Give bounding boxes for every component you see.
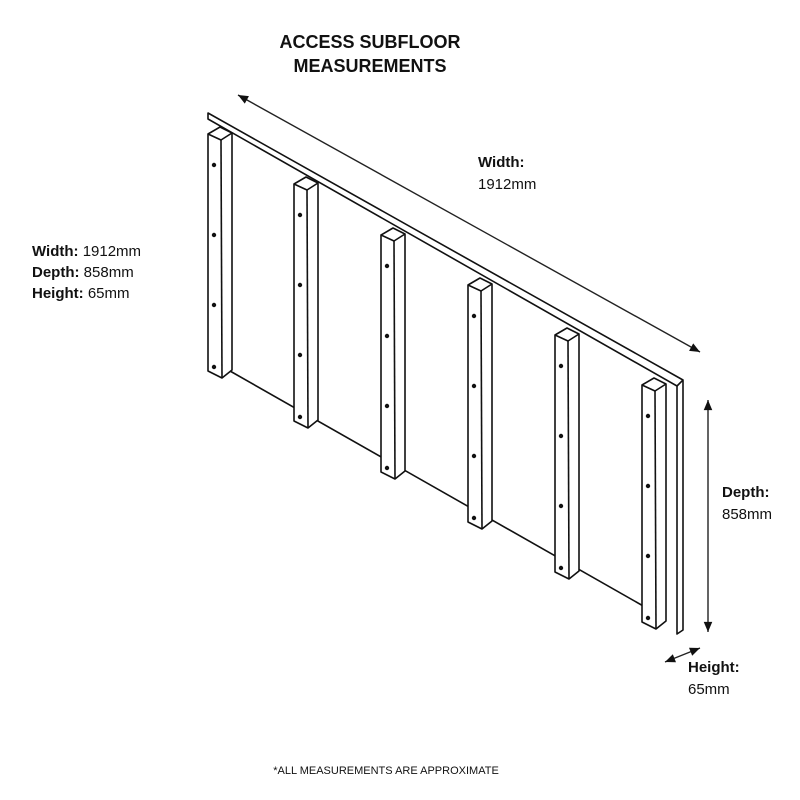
screw-hole [297,352,303,358]
screw-hole [558,363,564,369]
footnote: *ALL MEASUREMENTS ARE APPROXIMATE [273,765,499,777]
batten-side-edge [220,139,223,379]
screw-hole [645,553,651,559]
batten-side-edge [654,390,657,630]
screw-hole [471,383,477,389]
width-arrow-head-icon [689,343,700,352]
screw-hole [384,465,390,471]
screw-hole [384,403,390,409]
diagram-title: ACCESS SUBFLOOR MEASUREMENTS [0,30,740,78]
title-line-2: MEASUREMENTS [293,56,447,76]
batten [207,126,233,379]
screw-hole [558,433,564,439]
screw-hole [297,414,303,420]
screw-hole [471,313,477,319]
screw-hole [384,263,390,269]
title-line-1: ACCESS SUBFLOOR [279,32,461,52]
screw-hole [211,364,217,370]
board-bottom-edge [229,370,646,608]
summary-width: Width: 1912mm [32,243,142,260]
board-corner-edge [676,379,684,387]
screw-hole [471,515,477,521]
width-arrow [237,94,701,353]
screw-hole [211,232,217,238]
height-arrow-head-icon [665,654,676,663]
screw-hole [645,413,651,419]
batten-side-edge [567,340,570,580]
width-dimension-label: Width: [478,154,525,171]
summary-depth: Depth: 858mm [32,264,134,281]
screw-hole [471,453,477,459]
screw-hole [645,615,651,621]
batten-side-edge [393,240,396,480]
summary-height: Height: 65mm [32,285,130,302]
screw-hole [558,565,564,571]
batten [380,227,406,480]
height-arrow-head-icon [689,647,700,656]
batten-side-edge [480,290,483,530]
batten [641,377,667,630]
board-top-edge [207,112,684,635]
batten [554,327,580,580]
width-arrow-head-icon [238,95,249,104]
screw-hole [211,162,217,168]
batten [293,176,319,429]
batten [467,277,493,530]
depth-arrow-head-icon [703,621,713,632]
depth-dimension-value: 858mm [722,506,773,523]
height-dimension-value: 65mm [688,681,730,698]
screw-hole [211,302,217,308]
screw-hole [297,212,303,218]
screw-hole [384,333,390,339]
depth-arrow-head-icon [703,400,713,411]
screw-hole [645,483,651,489]
depth-dimension-label: Depth: [722,484,770,501]
screw-hole [558,503,564,509]
screw-hole [297,282,303,288]
width-dimension-value: 1912mm [478,176,537,193]
batten-side-edge [306,189,309,429]
height-dimension-label: Height: [688,659,740,676]
